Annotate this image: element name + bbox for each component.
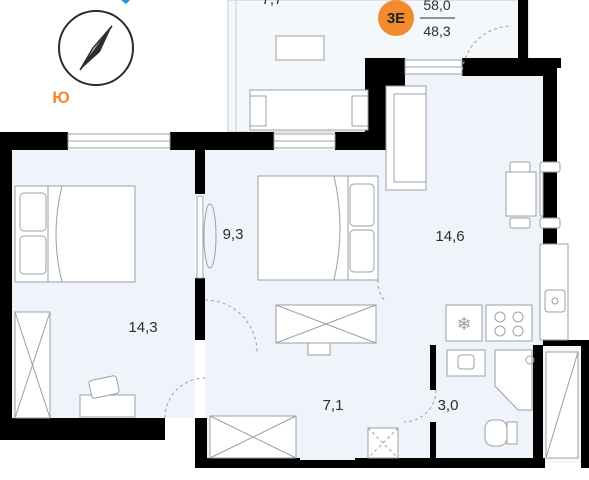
apartment-badge xyxy=(378,0,414,36)
room-area-kitchen-living: 14,6 xyxy=(435,228,464,245)
room-area-bedroom-middle: 9,3 xyxy=(223,226,244,243)
bedroom-left-furniture xyxy=(14,185,136,419)
sink xyxy=(544,289,566,313)
toilet xyxy=(484,419,508,447)
balcony-area-label: 7,7 xyxy=(262,0,283,8)
apartment-badge-label: 3E xyxy=(387,10,405,27)
stove xyxy=(485,304,533,342)
hallway-furniture xyxy=(209,415,297,459)
bedroom-middle-furniture xyxy=(257,175,379,356)
room-labels: 14,3 9,3 14,6 7,1 3,0 xyxy=(128,226,464,414)
armchair-left xyxy=(79,394,136,418)
compass-south-label: Ю xyxy=(52,88,70,107)
sofa xyxy=(385,85,427,191)
kitchen-furniture: ❄ xyxy=(385,85,569,342)
living-area: 48,3 xyxy=(423,23,450,39)
room-area-hallway: 7,1 xyxy=(323,397,344,414)
bathroom-sink xyxy=(446,349,486,377)
room-area-bathroom: 3,0 xyxy=(438,397,459,414)
total-area: 58,0 xyxy=(423,0,450,13)
ventilation-shaft xyxy=(545,351,579,459)
doors xyxy=(164,25,513,423)
fridge xyxy=(445,304,483,342)
shower-cabin xyxy=(494,349,533,411)
compass: Ю xyxy=(52,0,134,107)
dining-table xyxy=(505,171,537,217)
balcony-furniture xyxy=(249,35,369,131)
snowflake-icon: ❄ xyxy=(456,314,471,335)
balcony-sofa xyxy=(249,89,369,131)
apartment-info: 3E 58,0 48,3 xyxy=(378,0,455,39)
bathroom-furniture xyxy=(367,349,535,459)
compass-ring xyxy=(58,10,134,86)
room-area-bedroom-left: 14,3 xyxy=(128,319,157,336)
windows xyxy=(67,59,463,279)
